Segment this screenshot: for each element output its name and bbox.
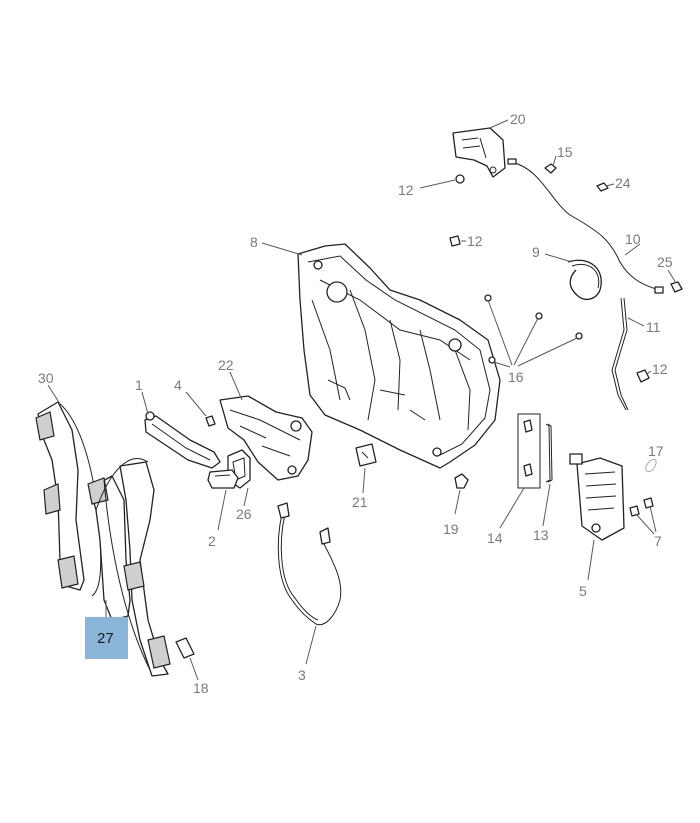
part-18-pad[interactable] (175, 637, 195, 659)
part-13-rod[interactable] (545, 423, 553, 483)
part-2-cap[interactable] (207, 469, 239, 489)
part-27-window-regulator[interactable] (87, 458, 171, 677)
callout-13[interactable]: 13 (533, 527, 549, 543)
part-10-cable[interactable] (507, 158, 664, 294)
leader-13 (542, 483, 551, 527)
leader-22 (229, 371, 243, 401)
leader-5 (587, 539, 595, 581)
callout-10[interactable]: 10 (625, 231, 641, 247)
callout-17[interactable]: 17 (648, 443, 664, 459)
callout-26[interactable]: 26 (236, 506, 252, 522)
part-7-screws[interactable] (629, 497, 654, 517)
leaders-16 (487, 299, 578, 368)
callout-11[interactable]: 11 (646, 319, 661, 335)
leader-14 (499, 487, 525, 529)
part-4-screw[interactable] (205, 415, 216, 427)
leader-26 (243, 487, 249, 507)
callout-18[interactable]: 18 (193, 680, 209, 696)
callout-8[interactable]: 8 (250, 234, 258, 250)
leader-15 (552, 155, 557, 167)
part-12-clip-right[interactable] (636, 369, 650, 383)
leader-8 (261, 242, 303, 256)
callout-2[interactable]: 2 (208, 533, 216, 549)
part-24-clip[interactable] (596, 182, 609, 192)
callout-5[interactable]: 5 (579, 583, 587, 599)
part-12-bolt-mid[interactable] (449, 235, 461, 247)
callout-24[interactable]: 24 (615, 175, 631, 191)
callout-16[interactable]: 16 (508, 369, 524, 385)
part-5-latch[interactable] (569, 453, 625, 541)
callout-1[interactable]: 1 (135, 377, 143, 393)
callout-15[interactable]: 15 (557, 144, 573, 160)
leader-12-right (646, 370, 652, 375)
leader-1 (141, 391, 149, 415)
part-19-nut[interactable] (454, 473, 469, 489)
part-25-screw[interactable] (670, 281, 683, 293)
callout-4[interactable]: 4 (174, 377, 182, 393)
part-9-seal[interactable] (567, 259, 602, 301)
part-1-outside-handle[interactable] (144, 411, 221, 469)
callout-22[interactable]: 22 (218, 357, 234, 373)
callout-12-right[interactable]: 12 (652, 361, 668, 377)
leader-10 (624, 243, 641, 256)
callout-14[interactable]: 14 (487, 530, 503, 546)
leader-9 (544, 253, 573, 263)
callout-30[interactable]: 30 (38, 370, 54, 386)
part-21-label[interactable] (355, 443, 377, 467)
leader-18 (189, 657, 199, 681)
callout-7[interactable]: 7 (654, 533, 662, 549)
part-30-regulator-rail[interactable] (35, 401, 102, 597)
part-3-cables[interactable] (277, 502, 342, 626)
leader-19 (454, 489, 461, 515)
leader-2 (217, 489, 227, 531)
part-17-clip[interactable] (645, 459, 657, 473)
callout-9[interactable]: 9 (532, 244, 540, 260)
callout-3[interactable]: 3 (298, 667, 306, 683)
leader-30 (47, 384, 61, 405)
leader-4 (185, 391, 207, 417)
callout-27-highlight[interactable] (85, 617, 128, 659)
callout-21[interactable]: 21 (352, 494, 368, 510)
leader-25 (667, 269, 677, 284)
leader-21 (362, 467, 366, 494)
part-22-handle-bracket[interactable] (219, 395, 313, 481)
part-16-screws[interactable] (484, 294, 583, 364)
leader-24 (605, 183, 615, 187)
callout-27[interactable]: 27 (97, 630, 114, 647)
leader-12-top (419, 179, 456, 189)
callout-25[interactable]: 25 (657, 254, 673, 270)
leader-3 (305, 625, 317, 665)
callout-20[interactable]: 20 (510, 111, 526, 127)
part-12-bolt-top[interactable] (455, 174, 465, 184)
part-14-striker-kit[interactable] (517, 413, 541, 489)
callout-19[interactable]: 19 (443, 521, 459, 537)
leader-11 (627, 317, 645, 327)
leader-20 (489, 119, 509, 129)
part-20-hinge[interactable] (452, 127, 506, 178)
part-15-screw[interactable] (544, 163, 557, 174)
part-11-rod[interactable] (611, 297, 629, 411)
callout-12-top[interactable]: 12 (398, 182, 414, 198)
leaders-7 (635, 505, 657, 535)
part-8-door-panel[interactable] (297, 243, 501, 469)
callout-12-mid[interactable]: 12 (467, 233, 483, 249)
